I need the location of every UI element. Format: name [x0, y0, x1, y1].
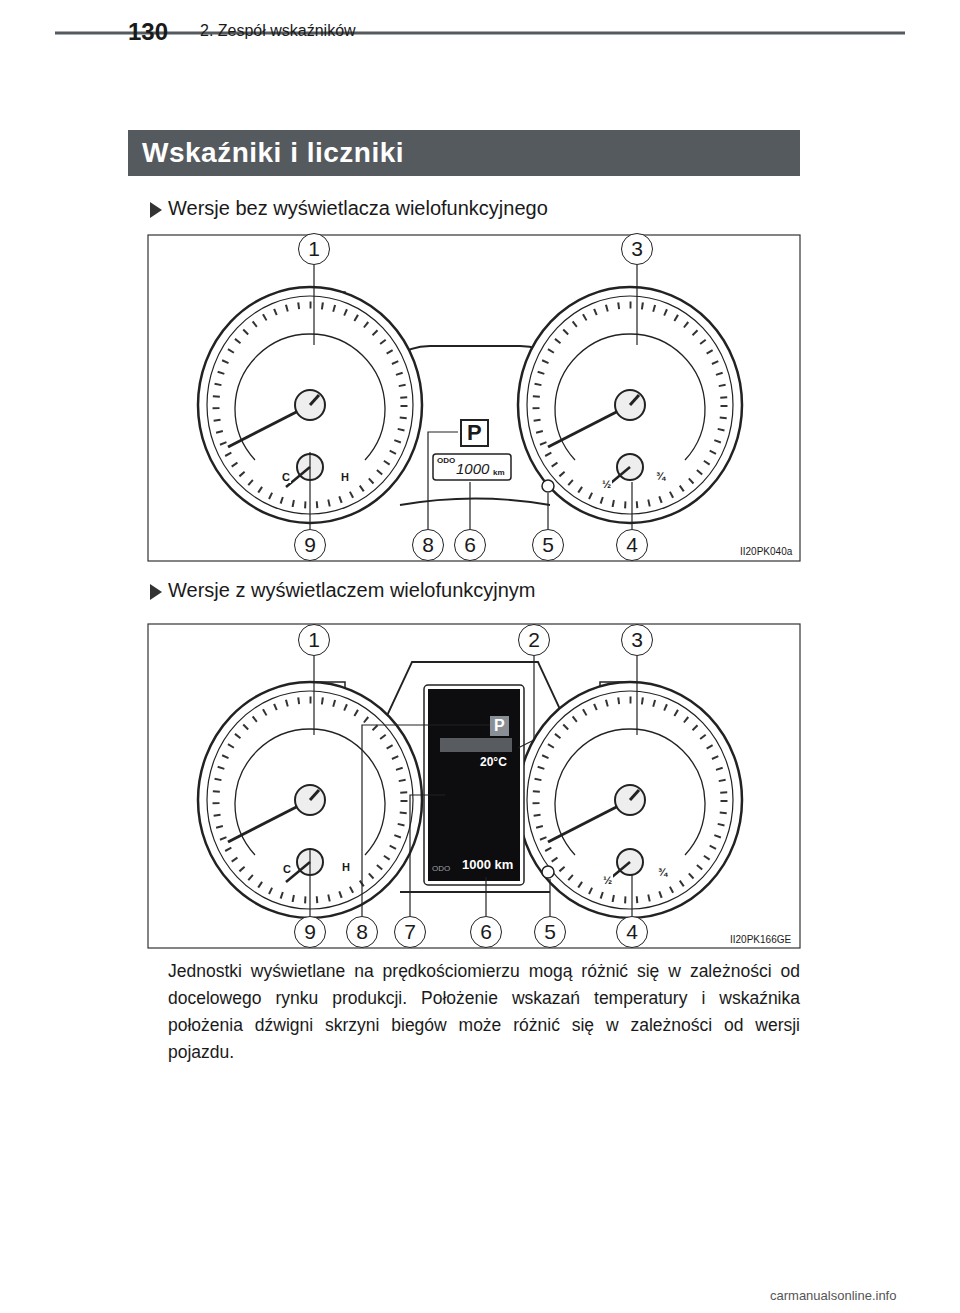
callout-number: 6 [470, 916, 502, 948]
callout-number: 4 [616, 916, 648, 948]
callout-number: 6 [454, 529, 486, 561]
callout-number: 4 [616, 529, 648, 561]
section-title: Wskaźniki i liczniki [142, 137, 404, 169]
page-number: 130 [128, 18, 168, 46]
callout-number: 5 [534, 916, 566, 948]
version-heading: Wersje z wyświetlaczem wielofunkcyjnym [168, 579, 536, 602]
odometer-value: 1000 km [462, 857, 513, 872]
gauge-mark: C [282, 863, 292, 875]
gauge-mark: H [341, 861, 351, 873]
temperature-readout: 20°C [480, 755, 507, 769]
callout-number: 2 [518, 624, 550, 656]
gauge-mark: ½ [601, 478, 612, 490]
gauge-mark: ¾ [657, 866, 668, 878]
note-paragraph: Jednostki wyświetlane na prędkościomierz… [168, 958, 800, 1066]
callout-number: 9 [294, 529, 326, 561]
version-heading: Wersje bez wyświetlacza wielofunkcyjnego [168, 197, 548, 220]
callout-number: 3 [621, 624, 653, 656]
odometer-value: 1000 [456, 460, 489, 477]
watermark: carmanualsonline.info [770, 1288, 896, 1303]
gauge-mark: ½ [602, 874, 613, 886]
callout-number: 9 [294, 916, 326, 948]
callout-number: 5 [532, 529, 564, 561]
odometer-unit: km [493, 468, 505, 477]
shift-indicator: P [490, 716, 509, 736]
odometer-label: ODO [437, 456, 455, 465]
callout-number: 1 [298, 624, 330, 656]
image-code: II20PK166GE [730, 934, 791, 945]
odometer-label: ODO [432, 864, 450, 873]
running-header: 2. Zespół wskaźników [200, 22, 356, 40]
callout-number: 1 [298, 233, 330, 265]
gauge-mark: ¾ [655, 470, 666, 482]
image-code: II20PK040a [740, 546, 792, 557]
shift-indicator: P [460, 419, 489, 447]
gauge-mark: C [281, 471, 291, 483]
gauge-mark: H [340, 471, 350, 483]
callout-number: 8 [412, 529, 444, 561]
callout-number: 7 [394, 916, 426, 948]
callout-number: 3 [621, 233, 653, 265]
callout-number: 8 [346, 916, 378, 948]
